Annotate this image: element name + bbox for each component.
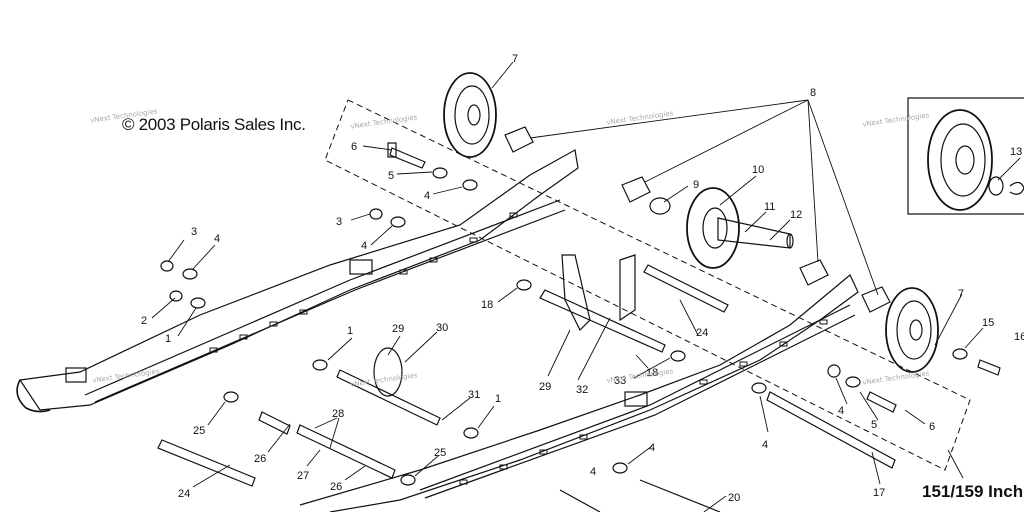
callout-18: 18 (481, 299, 493, 311)
callout-10: 10 (752, 164, 764, 176)
callout-4: 4 (762, 439, 768, 451)
callout-1: 1 (165, 333, 171, 345)
callout-29: 29 (539, 381, 551, 393)
callout-24: 24 (178, 488, 190, 500)
callout-8: 8 (810, 87, 816, 99)
callout-6-lower: 6 (929, 421, 935, 433)
callout-1: 1 (347, 325, 353, 337)
spacer-26a (258, 411, 291, 435)
callout-11: 11 (764, 201, 775, 213)
callout-26: 26 (330, 481, 342, 493)
callout-7-lower: 7 (958, 288, 964, 300)
callout-3: 3 (191, 226, 197, 238)
bolt-16 (977, 359, 1001, 376)
cap-8c (799, 259, 829, 286)
callout-9: 9 (693, 179, 699, 191)
callout-30: 30 (436, 322, 448, 334)
copyright-text: © 2003 Polaris Sales Inc. (122, 115, 306, 134)
bolt-6-upper (389, 147, 426, 169)
bolt-6-lower (866, 391, 897, 413)
callout-33: 33 (614, 375, 626, 387)
callout-29: 29 (392, 323, 404, 335)
inset-box (907, 97, 1024, 215)
shaft-31 (336, 369, 441, 426)
callout-4: 4 (214, 233, 220, 245)
cap-8a (504, 126, 534, 153)
callout-26: 26 (254, 453, 266, 465)
callout-4: 4 (361, 240, 367, 252)
right-rail (299, 274, 859, 512)
callout-27: 27 (297, 470, 309, 482)
callout-25: 25 (193, 425, 205, 437)
callout-6-upper: 6 (351, 141, 357, 153)
assembly-dashed-outline (324, 99, 971, 471)
callout-3: 3 (336, 216, 342, 228)
shaft-28 (296, 424, 396, 479)
center-bracket (539, 254, 666, 353)
callout-17: 17 (873, 487, 885, 499)
callout-5-upper: 5 (388, 170, 394, 182)
callout-18: 18 (646, 367, 658, 379)
callout-4: 4 (424, 190, 430, 202)
callouts: 7 8 6 5 4 3 4 3 4 2 1 9 10 11 12 13 7 15… (141, 53, 1024, 504)
inset-wheel (927, 109, 1024, 211)
shaft-20 (639, 479, 721, 512)
shaft-17 (766, 391, 896, 469)
shaft-24-left (157, 439, 256, 487)
left-rail (16, 149, 579, 413)
callout-4: 4 (649, 442, 655, 454)
callout-16: 16 (1014, 331, 1024, 343)
shaft-24-center (643, 264, 729, 313)
idler-wheel-lower (885, 287, 939, 373)
callout-4: 4 (590, 466, 596, 478)
callout-4: 4 (838, 405, 844, 417)
center-wheel (649, 187, 794, 269)
callout-5-lower: 5 (871, 419, 877, 431)
callout-28: 28 (332, 408, 344, 420)
callout-7-upper: 7 (512, 53, 518, 65)
callout-2: 2 (141, 315, 147, 327)
callout-32: 32 (576, 384, 588, 396)
cap-8d (861, 286, 891, 313)
callout-24: 24 (696, 327, 708, 339)
callout-1: 1 (495, 393, 501, 405)
callout-31: 31 (468, 389, 480, 401)
callout-12: 12 (790, 209, 802, 221)
callout-25: 25 (434, 447, 446, 459)
cap-8b (621, 176, 651, 203)
callout-13: 13 (1010, 146, 1022, 158)
idler-wheel-upper (443, 72, 497, 158)
track-size-label: 151/159 Inch (922, 482, 1024, 501)
callout-15: 15 (982, 317, 994, 329)
leader-lines (151, 61, 1021, 512)
callout-20: 20 (728, 492, 740, 504)
